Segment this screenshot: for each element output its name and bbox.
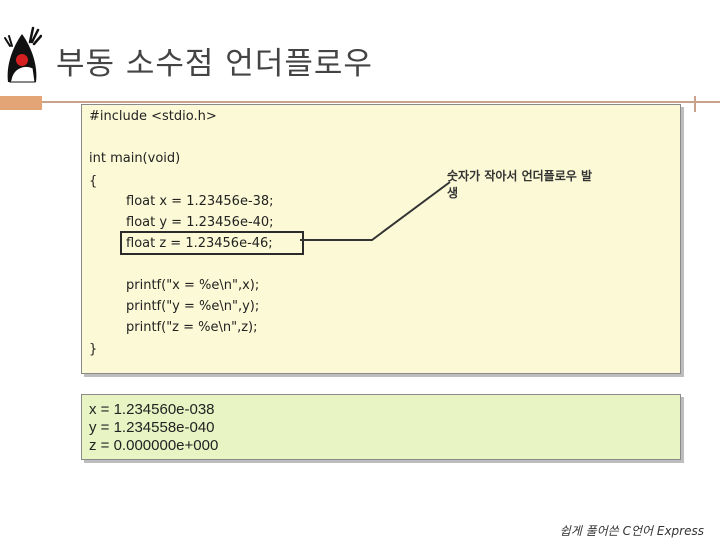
code-line-printf-z: printf("z = %e\n",z);	[126, 320, 258, 335]
code-line-close-brace: }	[89, 342, 98, 357]
code-line-printf-x: printf("x = %e\n",x);	[126, 278, 260, 293]
code-line-include: #include <stdio.h>	[89, 109, 217, 124]
title-divider	[42, 101, 720, 103]
output-line-z: z = 0.000000e+000	[89, 437, 219, 454]
output-line-x: x = 1.234560e-038	[89, 401, 215, 418]
divider-tick	[694, 96, 696, 112]
code-line-main: int main(void)	[89, 151, 181, 166]
output-line-y: y = 1.234558e-040	[89, 419, 215, 436]
underflow-highlight-box	[120, 231, 304, 255]
callout-connector	[300, 181, 451, 241]
code-line-float-z: float z = 1.23456e-46;	[126, 236, 273, 251]
code-line-float-x: float x = 1.23456e-38;	[126, 194, 274, 209]
underflow-callout: 숫자가 작아서 언더플로우 발생	[447, 169, 593, 200]
title-accent-bar	[0, 96, 42, 110]
code-line-printf-y: printf("y = %e\n",y);	[126, 299, 260, 314]
page-title: 부동 소수점 언더플로우	[56, 46, 373, 82]
code-line-float-y: float y = 1.23456e-40;	[126, 215, 274, 230]
duke-mascot-icon	[4, 26, 42, 83]
code-line-open-brace: {	[89, 174, 98, 189]
program-output: x = 1.234560e-038 y = 1.234558e-040 z = …	[81, 394, 681, 460]
footer-book-title: 쉽게 풀어쓴 C언어 Express	[559, 524, 704, 538]
code-listing: #include <stdio.h> int main(void) { floa…	[81, 104, 681, 374]
